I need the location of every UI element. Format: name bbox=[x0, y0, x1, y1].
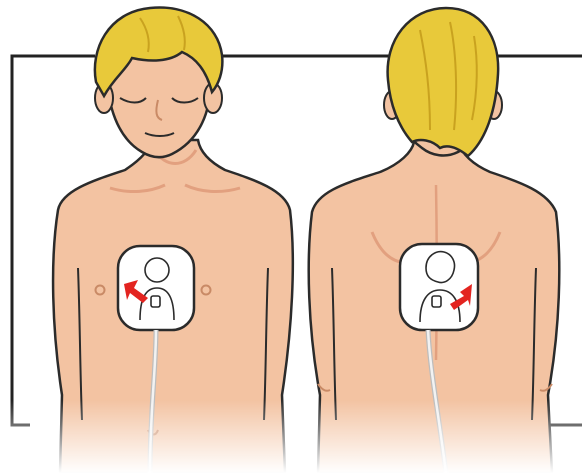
bottom-fade bbox=[0, 400, 582, 473]
back-hair bbox=[388, 8, 499, 156]
electrode-pad-icon bbox=[118, 246, 194, 330]
electrode-pad-icon bbox=[400, 244, 478, 330]
